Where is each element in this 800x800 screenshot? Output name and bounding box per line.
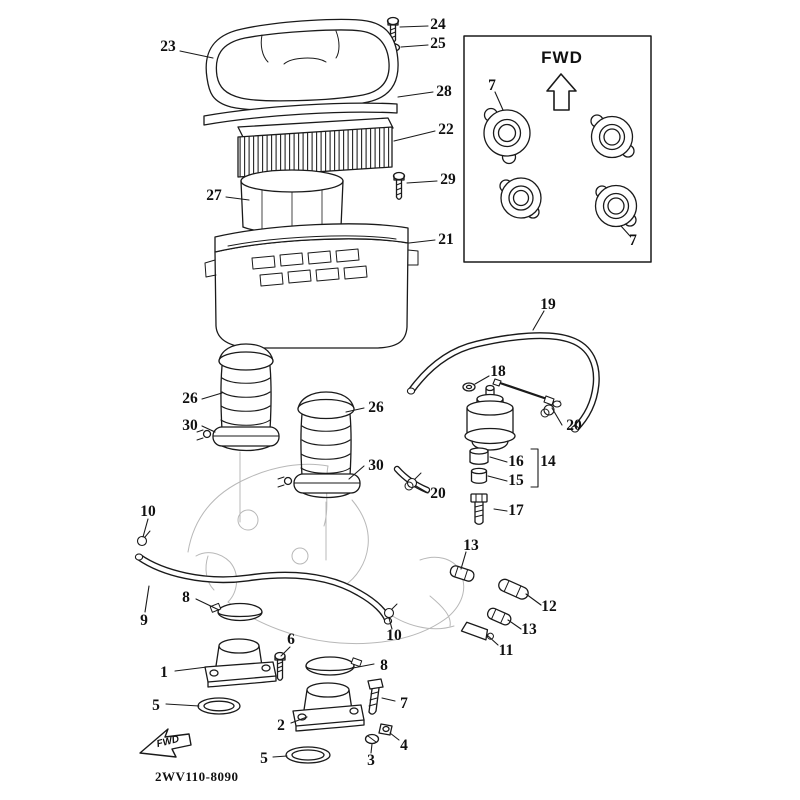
inset-fwd-label: FWD: [541, 48, 583, 67]
carb-clamp-8-left: [209, 602, 263, 622]
nut-4: [378, 723, 393, 736]
fitting-13-upper: [449, 565, 475, 582]
fitting-13-lower: [486, 607, 512, 626]
breather-hose-19: [406, 332, 600, 433]
carb-clamp-8-right: [305, 656, 363, 676]
valve-assembly: [462, 382, 516, 451]
fitting-11: [460, 621, 494, 641]
filter-element: [237, 117, 394, 178]
air-cleaner-case-lower: [204, 223, 419, 349]
bolt-7: [367, 678, 384, 715]
mount-bolt-20: [492, 378, 562, 408]
duct-clamp-right: [277, 473, 361, 499]
leader-lines: [142, 25, 631, 758]
flange-7-d: [594, 184, 638, 228]
hose-clip-10-lower: [383, 603, 398, 619]
hose-clip-20-lower: [404, 472, 422, 491]
carb-joint-2: [292, 682, 365, 732]
diagram-code: 2WV110-8090: [155, 769, 239, 784]
inset-fwd-arrow-icon: [546, 73, 577, 111]
flange-7-c: [499, 177, 542, 219]
intake-joint-right: [297, 391, 355, 477]
inset-box: [463, 35, 652, 263]
joint-gasket-5-left: [197, 697, 241, 715]
hose-clip-10-upper: [136, 530, 151, 547]
duct-clamp-left: [196, 426, 280, 452]
bracket-14: [530, 448, 539, 488]
fitting-15: [470, 467, 488, 484]
flange-7-b: [590, 114, 635, 159]
joint-gasket-5-right: [285, 746, 331, 764]
flange-7-a: [483, 107, 531, 165]
air-cleaner-case-upper: [240, 169, 344, 234]
engine-outline: [187, 451, 465, 645]
drain-hose-9: [134, 553, 393, 625]
clip-3: [364, 733, 380, 745]
fitting-17: [470, 493, 488, 525]
intake-joint-left: [218, 343, 274, 431]
fwd-arrow-icon: [139, 728, 192, 758]
fitting-16: [469, 447, 489, 465]
carb-joint-1: [204, 638, 277, 688]
fitting-12: [498, 578, 529, 600]
case-screw-29: [392, 171, 406, 200]
air-cleaner-cover: [205, 18, 399, 111]
cover-gasket: [203, 102, 398, 126]
